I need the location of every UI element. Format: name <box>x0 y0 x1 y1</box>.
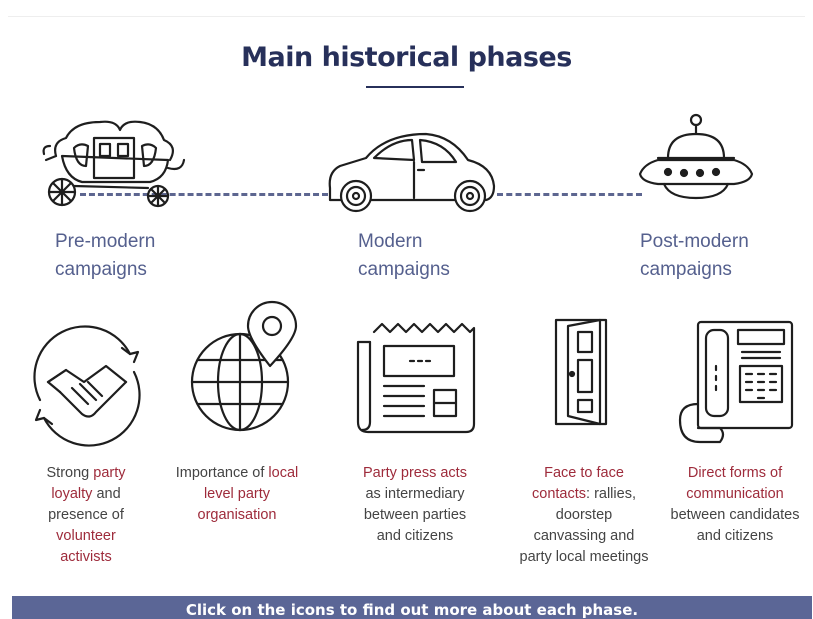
body-text: Strong <box>46 465 94 481</box>
top-divider <box>8 16 805 17</box>
feature-text-face-to-face: Face to face contacts: rallies, doorstep ca… <box>509 463 659 568</box>
ufo-icon[interactable] <box>634 112 758 204</box>
body-text: as intermediary <box>365 486 465 502</box>
body-text: and citizens <box>376 528 454 544</box>
handshake-icon[interactable] <box>26 325 148 447</box>
phase-label-line: Modern <box>358 231 423 252</box>
telephone-icon[interactable] <box>676 316 800 448</box>
highlight-text: communication <box>686 486 784 502</box>
phase-label-modern: Modern campaigns <box>358 228 450 284</box>
highlight-text: local <box>268 465 299 481</box>
title-underline <box>366 86 464 88</box>
highlight-text: activists <box>60 549 112 565</box>
highlight-text: loyalty <box>51 486 93 502</box>
body-text: between candidates <box>670 507 800 523</box>
phase-label-line: campaigns <box>358 259 450 280</box>
carriage-icon[interactable] <box>38 116 188 212</box>
body-text: and <box>92 486 121 502</box>
feature-text-local-organisation: Importance of local level party organisati… <box>162 463 312 526</box>
highlight-text: party <box>93 465 126 481</box>
phase-label-line: Post-modern <box>640 231 749 252</box>
body-text: between parties <box>363 507 467 523</box>
highlight-text: level party <box>203 486 271 502</box>
highlight-text: contacts <box>532 486 587 502</box>
timeline-dash <box>497 193 642 196</box>
globe-pin-icon[interactable] <box>186 300 304 434</box>
body-text: : rallies, <box>586 486 636 502</box>
highlight-text: Direct forms of <box>687 465 783 481</box>
body-text: canvassing and <box>533 528 635 544</box>
newspaper-icon[interactable] <box>354 318 480 436</box>
body-text: doorstep <box>555 507 613 523</box>
feature-text-direct-communication: Direct forms of communication between cand… <box>660 463 810 547</box>
body-text: presence of <box>48 507 124 523</box>
highlight-text: organisation <box>197 507 277 523</box>
feature-text-party-press: Party press acts as intermediary between p… <box>340 463 490 547</box>
phase-label-line: Pre-modern <box>55 231 156 252</box>
body-text: Importance of <box>175 465 269 481</box>
door-icon[interactable] <box>550 312 612 430</box>
timeline-dash <box>80 193 328 196</box>
phase-label-line: campaigns <box>640 259 732 280</box>
highlight-text: volunteer <box>56 528 116 544</box>
phase-label-post-modern: Post-modern campaigns <box>640 228 749 284</box>
body-text: and citizens <box>696 528 774 544</box>
phase-label-pre-modern: Pre-modern campaigns <box>55 228 155 284</box>
highlight-text: Party press acts <box>363 465 467 481</box>
body-text: party local meetings <box>519 549 649 565</box>
page-title: Main historical phases <box>241 42 572 73</box>
car-icon[interactable] <box>326 128 498 218</box>
instruction-banner: Click on the icons to find out more abou… <box>12 596 812 619</box>
phase-label-line: campaigns <box>55 259 147 280</box>
highlight-text: Face to face <box>544 465 624 481</box>
banner-text: Click on the icons to find out more abou… <box>185 601 639 619</box>
